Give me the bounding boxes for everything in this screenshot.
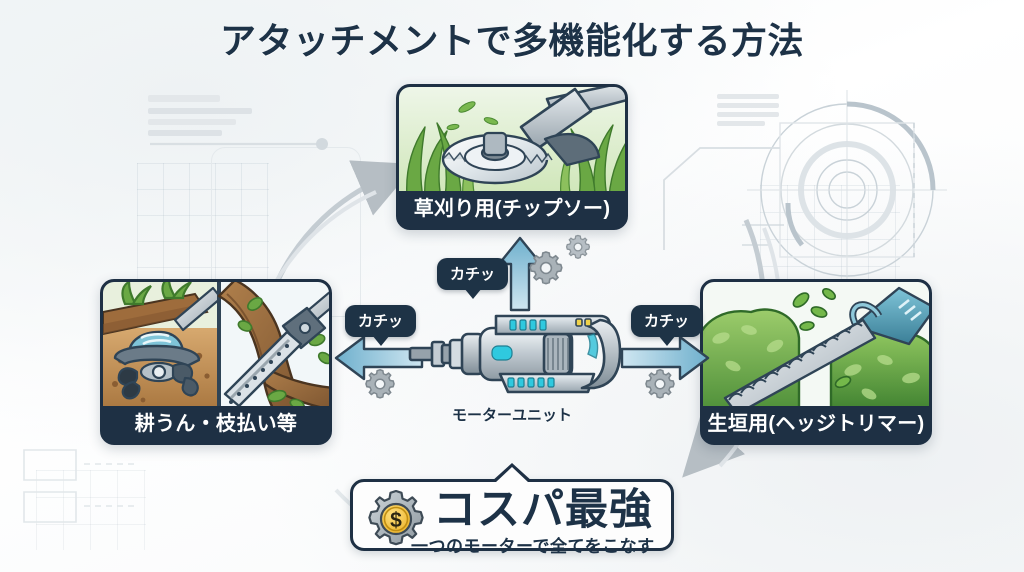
decor-blueprint-gear: [742, 90, 947, 290]
decor-text-bar: [717, 112, 779, 117]
motor-unit-icon[interactable]: [404, 300, 626, 404]
decor-text-bar: [148, 119, 236, 125]
click-bubble-right: カチッ: [631, 305, 703, 337]
decor-text-bar: [148, 95, 220, 102]
card-left-label: 耕うん・枝払い等: [103, 406, 329, 442]
svg-text:$: $: [390, 509, 402, 532]
gear-icon: [565, 234, 591, 259]
decor-text-bar: [148, 130, 222, 136]
card-top-mowing[interactable]: 草刈り用(チップソー): [396, 84, 628, 230]
page-title: アタッチメントで多機能化する方法: [219, 20, 804, 61]
gear-icon: [365, 368, 395, 399]
hedge-trimmer-bush-icon: [703, 282, 929, 412]
arrow-right: [620, 335, 710, 381]
card-right-hedge[interactable]: 生垣用(ヘッジトリマー): [700, 279, 932, 445]
decor-polyline: [23, 449, 138, 523]
click-bubble-up: カチッ: [437, 258, 509, 290]
chip-saw-blade-grass-icon: [399, 87, 625, 197]
value-banner: $ コスパ最強 一つのモーターで全てをこなす: [350, 463, 674, 556]
card-left-tilling[interactable]: 耕うん・枝払い等: [100, 279, 332, 445]
decor-bracket: [663, 147, 780, 250]
decor-text-bar: [717, 103, 779, 108]
banner-headline: コスパ最強: [433, 486, 653, 534]
banner-subtitle: 一つのモーターで全てをこなす: [411, 537, 655, 556]
decor-connector-line: [150, 138, 328, 150]
card-right-label: 生垣用(ヘッジトリマー): [703, 406, 929, 442]
card-left-image: [103, 282, 329, 412]
decor-text-bar: [717, 94, 779, 99]
gear-icon: [645, 368, 675, 399]
banner-pointer: [491, 463, 533, 483]
click-bubble-left: カチッ: [345, 305, 417, 337]
card-top-image: [399, 87, 625, 197]
card-right-image: [703, 282, 929, 412]
motor-unit-label: モーターユニット: [451, 407, 572, 424]
tiller-and-pole-chainsaw-icon: [103, 282, 329, 412]
decor-text-bar: [717, 121, 765, 126]
decor-text-bar: [148, 108, 252, 114]
gear-icon: [529, 251, 563, 285]
gear-dollar-coin-icon: $: [368, 490, 424, 546]
decor-grid: [36, 470, 146, 550]
card-top-label: 草刈り用(チップソー): [399, 191, 625, 227]
